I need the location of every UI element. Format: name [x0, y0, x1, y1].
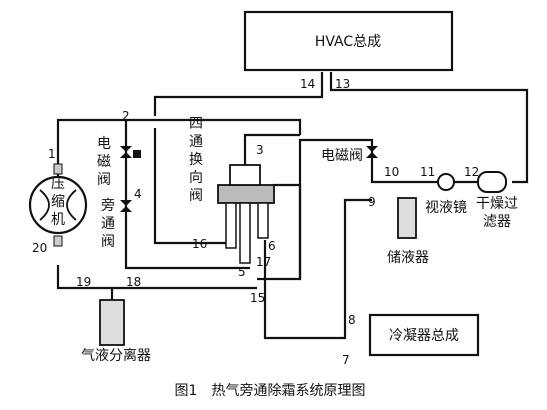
- receiver-label: 储液器: [387, 250, 429, 266]
- pipe-to-condenser: [263, 198, 372, 340]
- compressor: [28, 175, 88, 235]
- hvac-box: [243, 10, 454, 72]
- drier: [477, 171, 507, 193]
- pipe-separator: [56, 265, 257, 300]
- num-14: 14: [300, 77, 315, 91]
- fourway-label-5: 阀: [189, 188, 203, 204]
- condenser-label: 冷凝器总成: [389, 328, 459, 344]
- condenser-box: [368, 313, 480, 357]
- compressor-inner-arc-right: [66, 189, 77, 221]
- num-11: 11: [420, 165, 435, 179]
- fitting-1: [53, 163, 63, 175]
- pipe-hvac-left: [153, 72, 324, 245]
- sight-glass-icon: [437, 173, 455, 191]
- compressor-label-3: 机: [51, 212, 65, 228]
- num-2: 2: [122, 109, 130, 123]
- drier-label-2: 滤器: [483, 214, 511, 230]
- separator: [99, 299, 125, 346]
- num-20: 20: [32, 241, 47, 255]
- figure-caption: 图1 热气旁通除霜系统原理图: [175, 382, 366, 399]
- pipe-right-top: [298, 138, 500, 279]
- solenoid-left-label-1: 电: [97, 136, 111, 152]
- compressor-inner-arc: [39, 189, 50, 221]
- compressor-label-2: 缩: [51, 194, 65, 210]
- fourway-label-1: 四: [189, 116, 203, 132]
- fourway-valve-top: [229, 164, 261, 186]
- sight-glass-label: 视液镜: [425, 200, 467, 216]
- num-10: 10: [384, 165, 399, 179]
- num-5: 5: [238, 265, 246, 279]
- num-17: 17: [256, 255, 271, 269]
- fourway-label-2: 通: [189, 134, 203, 150]
- num-13: 13: [335, 77, 350, 91]
- hvac-label: HVAC总成: [315, 34, 381, 50]
- bypass-label-1: 旁: [101, 197, 115, 214]
- solenoid-left-coil: [133, 150, 141, 158]
- fourway-valve-body: [217, 184, 275, 204]
- num-4: 4: [134, 187, 142, 201]
- num-15: 15: [250, 291, 265, 305]
- fitting-20: [53, 235, 63, 247]
- separator-label: 气液分离器: [81, 347, 151, 364]
- fourway-label-3: 换: [189, 151, 203, 168]
- pipe-hvac-right: [329, 72, 529, 184]
- pipe-compressor-top: [56, 118, 302, 185]
- fourway-valve-mid: [239, 202, 251, 264]
- solenoid-left-icon: [120, 146, 132, 158]
- num-18: 18: [126, 275, 141, 289]
- num-16: 16: [192, 237, 207, 251]
- fourway-label-4: 向: [189, 170, 203, 186]
- fourway-valve-right: [257, 202, 269, 239]
- num-12: 12: [464, 165, 479, 179]
- solenoid-right-icon: [366, 146, 378, 158]
- drier-label-1: 干燥过: [476, 196, 518, 212]
- num-7: 7: [342, 353, 350, 367]
- num-1: 1: [48, 147, 56, 161]
- num-8: 8: [348, 313, 356, 327]
- pipe-bypass-vertical: [124, 120, 250, 270]
- solenoid-right-label: 电磁阀: [321, 148, 363, 164]
- bypass-label-3: 阀: [101, 234, 115, 250]
- bypass-valve-icon: [120, 200, 132, 212]
- solenoid-left-label-3: 阀: [97, 172, 111, 188]
- num-9: 9: [368, 195, 376, 209]
- fourway-valve-left: [225, 202, 237, 249]
- receiver: [397, 197, 417, 239]
- num-3: 3: [256, 143, 264, 157]
- num-19: 19: [76, 275, 91, 289]
- solenoid-left-label-2: 磁: [97, 154, 111, 170]
- num-6: 6: [268, 239, 276, 253]
- bypass-label-2: 通: [101, 216, 115, 232]
- compressor-label-1: 压: [51, 176, 65, 192]
